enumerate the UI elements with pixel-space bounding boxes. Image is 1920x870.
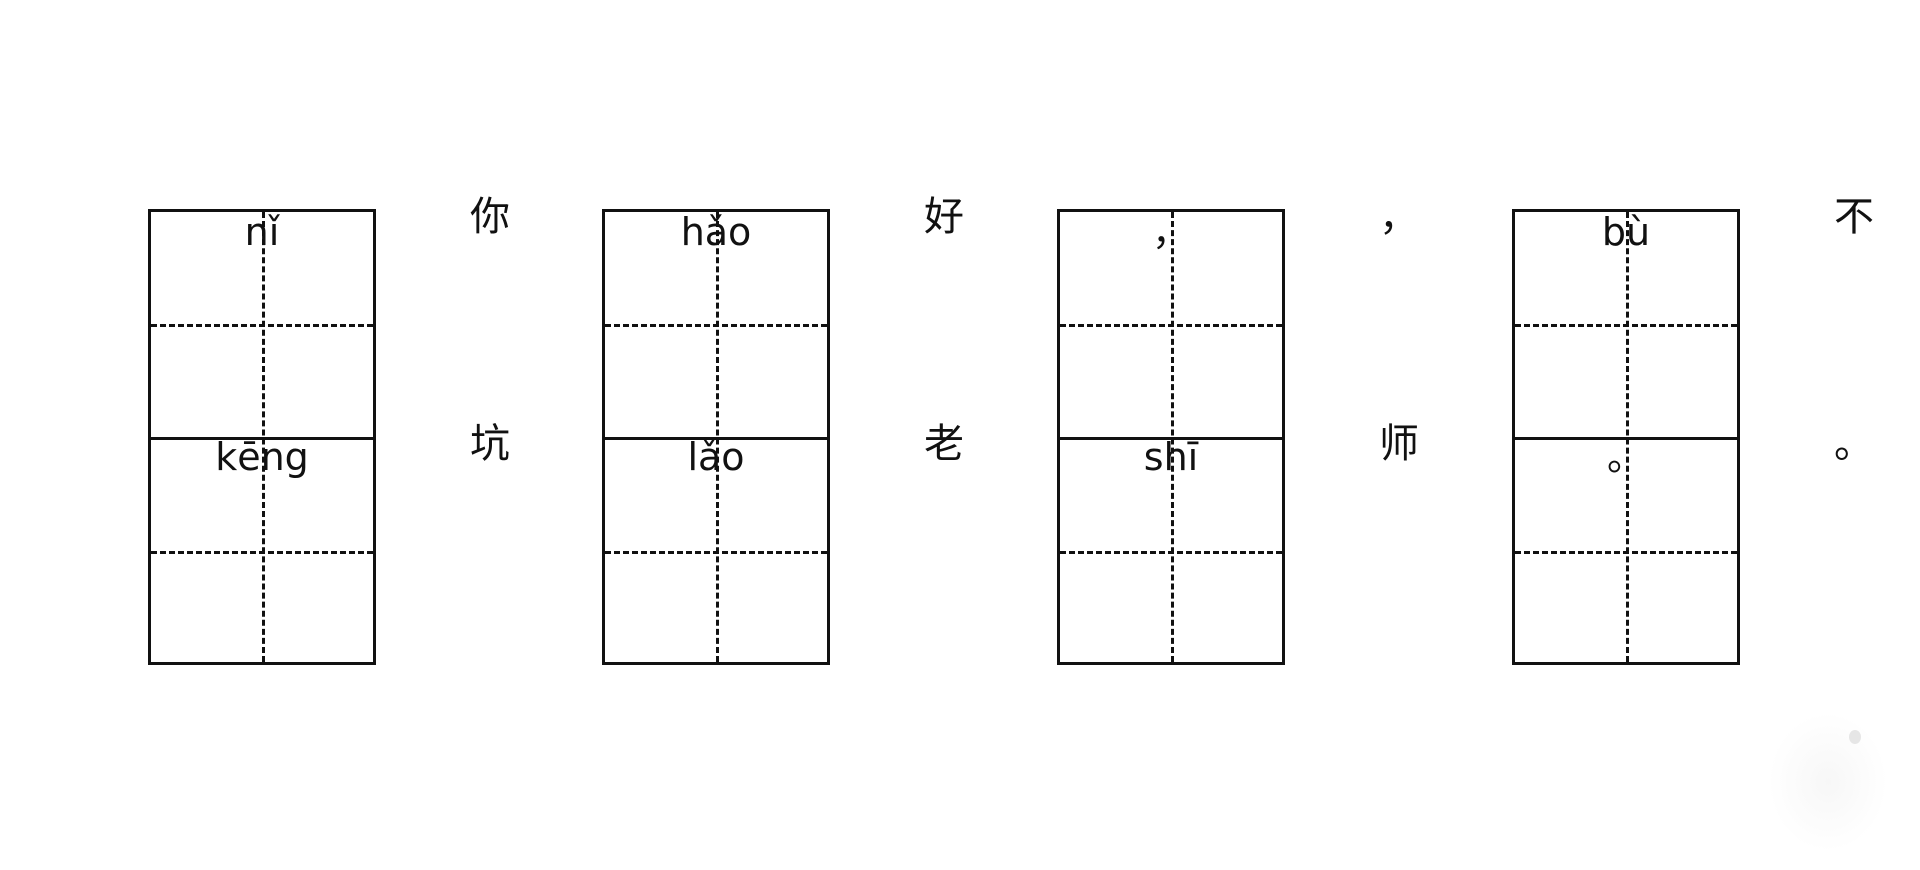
guide-dashed-vertical xyxy=(1171,212,1174,662)
faint-dot xyxy=(1849,730,1861,744)
faint-watermark xyxy=(1768,712,1888,852)
guide-dashed-vertical xyxy=(716,212,719,662)
character-bottom: 。 xyxy=(1834,421,1874,467)
pinyin-top: hǎo xyxy=(680,210,752,254)
practice-grid-4: bù 。 xyxy=(1512,209,1740,665)
pinyin-bottom: shī xyxy=(1143,435,1199,479)
pinyin-bottom: kēng xyxy=(215,435,309,479)
character-bottom: 师 xyxy=(1379,421,1419,467)
pinyin-bottom: lǎo xyxy=(687,435,745,479)
character-top: 你 xyxy=(470,194,510,240)
pinyin-top: ， xyxy=(1151,210,1190,254)
practice-grid-1: nǐ kēng xyxy=(148,209,376,665)
character-top: 不 xyxy=(1834,194,1874,240)
pinyin-top: nǐ xyxy=(244,210,280,254)
guide-dashed-vertical xyxy=(262,212,265,662)
practice-grid-2: hǎo lǎo xyxy=(602,209,830,665)
character-top: 好 xyxy=(924,194,964,240)
character-bottom: 老 xyxy=(924,421,964,467)
pinyin-top: bù xyxy=(1601,210,1651,254)
practice-grid-3: ， shī xyxy=(1057,209,1285,665)
pinyin-bottom: 。 xyxy=(1606,435,1645,479)
guide-dashed-vertical xyxy=(1626,212,1629,662)
character-top: ， xyxy=(1379,194,1419,240)
character-bottom: 坑 xyxy=(470,421,510,467)
